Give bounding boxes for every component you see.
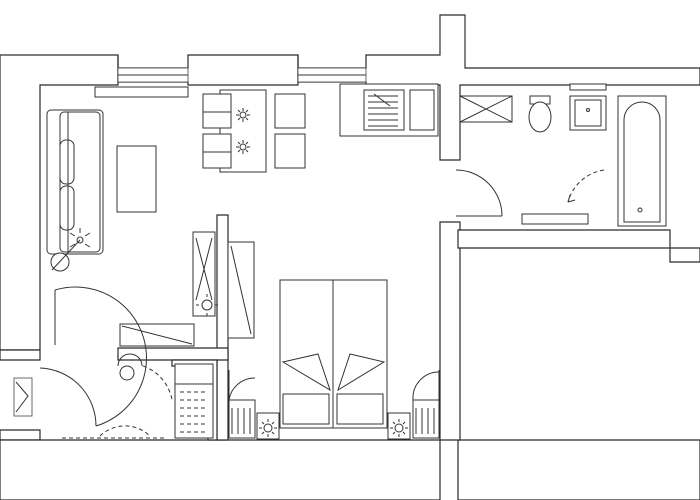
wall-partition-bedroom: [216, 214, 229, 441]
table-lamp: [236, 108, 250, 154]
dining-set: [202, 89, 306, 173]
bedroom: [227, 241, 440, 440]
nightstand-left: [256, 412, 280, 440]
chair: [274, 93, 306, 129]
bedside-lamps: [259, 419, 408, 437]
bathroom-radiator: [521, 213, 589, 225]
wall-right-vertical: [439, 221, 461, 441]
stove: [363, 89, 405, 131]
bathroom: [455, 83, 667, 227]
door-swing-hall: [142, 365, 173, 401]
floor-lamp-sofa: [50, 228, 91, 272]
chair: [202, 93, 232, 129]
bedroom-cabinets: [228, 370, 440, 439]
washbasin: [569, 83, 607, 131]
kitchen-counter: [339, 83, 439, 137]
hall-wardrobe: [117, 353, 214, 439]
tv-cabinet: [192, 231, 218, 317]
walls: [0, 14, 700, 500]
round-stool: [119, 365, 135, 381]
wall-outlines: [0, 15, 466, 68]
chair: [274, 133, 306, 169]
radiator: [94, 86, 189, 98]
wall-bottom: [0, 439, 441, 500]
wall-left-lower: [0, 349, 41, 361]
wall-left-bottom: [0, 429, 41, 441]
bathtub: [617, 95, 667, 227]
living-area: [39, 83, 439, 439]
windows: [13, 67, 367, 417]
door-swing-hall-2: [99, 425, 151, 437]
sink: [409, 89, 435, 131]
window-left-wall: [13, 377, 33, 417]
entrance-door: [39, 286, 148, 427]
door-swing-bath: [567, 169, 605, 203]
wall-bath-bottom: [457, 229, 700, 263]
double-bed: [279, 279, 388, 429]
chair: [202, 133, 232, 169]
bedroom-wardrobe: [227, 241, 255, 339]
bathroom-door: [455, 169, 503, 217]
wall-bottom-right: [457, 439, 700, 500]
coffee-table: [116, 145, 157, 213]
wall-partition-hall: [117, 347, 229, 361]
sofa: [46, 109, 104, 255]
nightstand-right: [387, 412, 411, 440]
toilet: [528, 95, 552, 133]
